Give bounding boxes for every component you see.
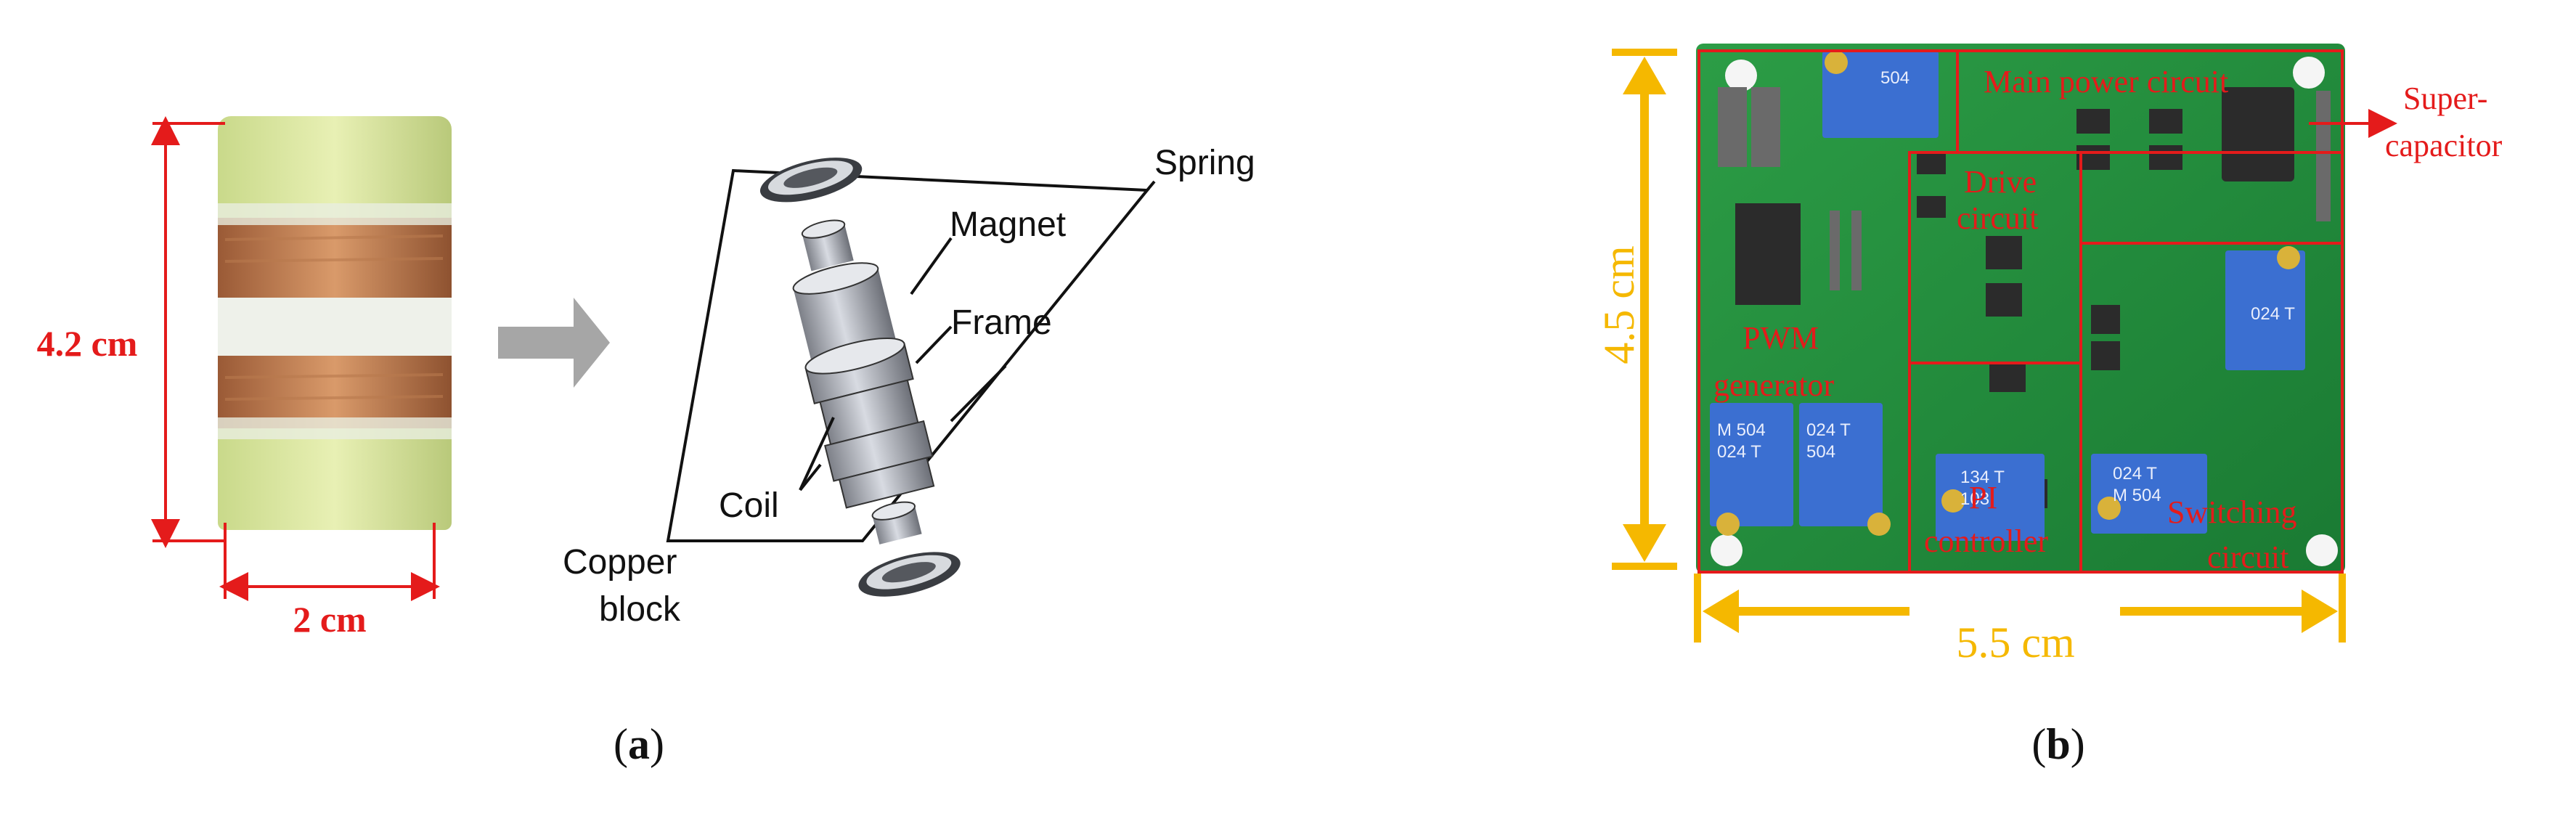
trimmer-pots: 504 024 T 134 T 103 024 T M 504 M 504 02… (1710, 51, 2305, 541)
pcb-height-dimension: 4.5 cm (1595, 49, 1677, 570)
pcb-photo: 504 024 T 134 T 103 024 T M 504 M 504 02… (1696, 44, 2345, 574)
width-label: 2 cm (293, 599, 366, 640)
caption-a: (a) (614, 720, 664, 768)
label-switch-1: Switching (2167, 494, 2296, 530)
svg-text:024 T: 024 T (2251, 304, 2295, 324)
svg-text:M 504: M 504 (2113, 486, 2161, 505)
svg-text:103: 103 (1960, 489, 1989, 509)
label-coil: Coil (719, 486, 779, 525)
pcb-height-label: 4.5 cm (1595, 245, 1643, 364)
circuit-labels: Main power circuit Drive circuit PWM gen… (1713, 64, 2503, 575)
harvester-photo (218, 116, 452, 530)
svg-text:024 T: 024 T (1806, 420, 1851, 440)
label-copper-1: Copper (563, 543, 677, 582)
svg-text:024 T: 024 T (2113, 464, 2157, 484)
label-drive-2: circuit (1957, 200, 2038, 236)
pcb-width-label: 5.5 cm (1956, 619, 2074, 666)
label-magnet: Magnet (950, 205, 1066, 244)
panel-a: 4.2 cm 2 cm (37, 116, 1255, 768)
svg-text:504: 504 (1806, 442, 1835, 462)
caption-b: (b) (2031, 720, 2084, 768)
pcb-width-dimension: 5.5 cm (1694, 574, 2346, 666)
height-label: 4.2 cm (37, 323, 138, 364)
exploded-view: Spring Magnet Frame Coil Copper block (563, 144, 1255, 629)
label-switch-2: circuit (2207, 539, 2288, 575)
label-pi-1: PI (1969, 480, 1997, 515)
label-supercap-2: capacitor (2385, 128, 2503, 163)
svg-text:504: 504 (1880, 68, 1909, 88)
label-pi-2: controller (1924, 523, 2048, 559)
svg-text:134 T: 134 T (1960, 468, 2005, 487)
label-frame: Frame (951, 303, 1052, 342)
arrow-right-icon (498, 298, 610, 388)
label-pwm-2: generator (1713, 367, 1834, 403)
svg-text:024 T: 024 T (1717, 442, 1761, 462)
label-drive-1: Drive (1964, 164, 2037, 200)
label-spring: Spring (1154, 144, 1255, 182)
label-copper-2: block (599, 590, 681, 629)
height-dimension: 4.2 cm (37, 116, 225, 548)
panel-b: 504 024 T 134 T 103 024 T M 504 M 504 02… (1595, 44, 2503, 768)
svg-text:M 504: M 504 (1717, 420, 1766, 440)
width-dimension: 2 cm (219, 523, 440, 640)
block-outline (1697, 49, 2344, 574)
label-pwm-1: PWM (1743, 320, 1819, 356)
label-main-power: Main power circuit (1984, 64, 2228, 99)
circuit-blocks (1697, 49, 2344, 574)
label-supercap-1: Super- (2403, 81, 2487, 116)
